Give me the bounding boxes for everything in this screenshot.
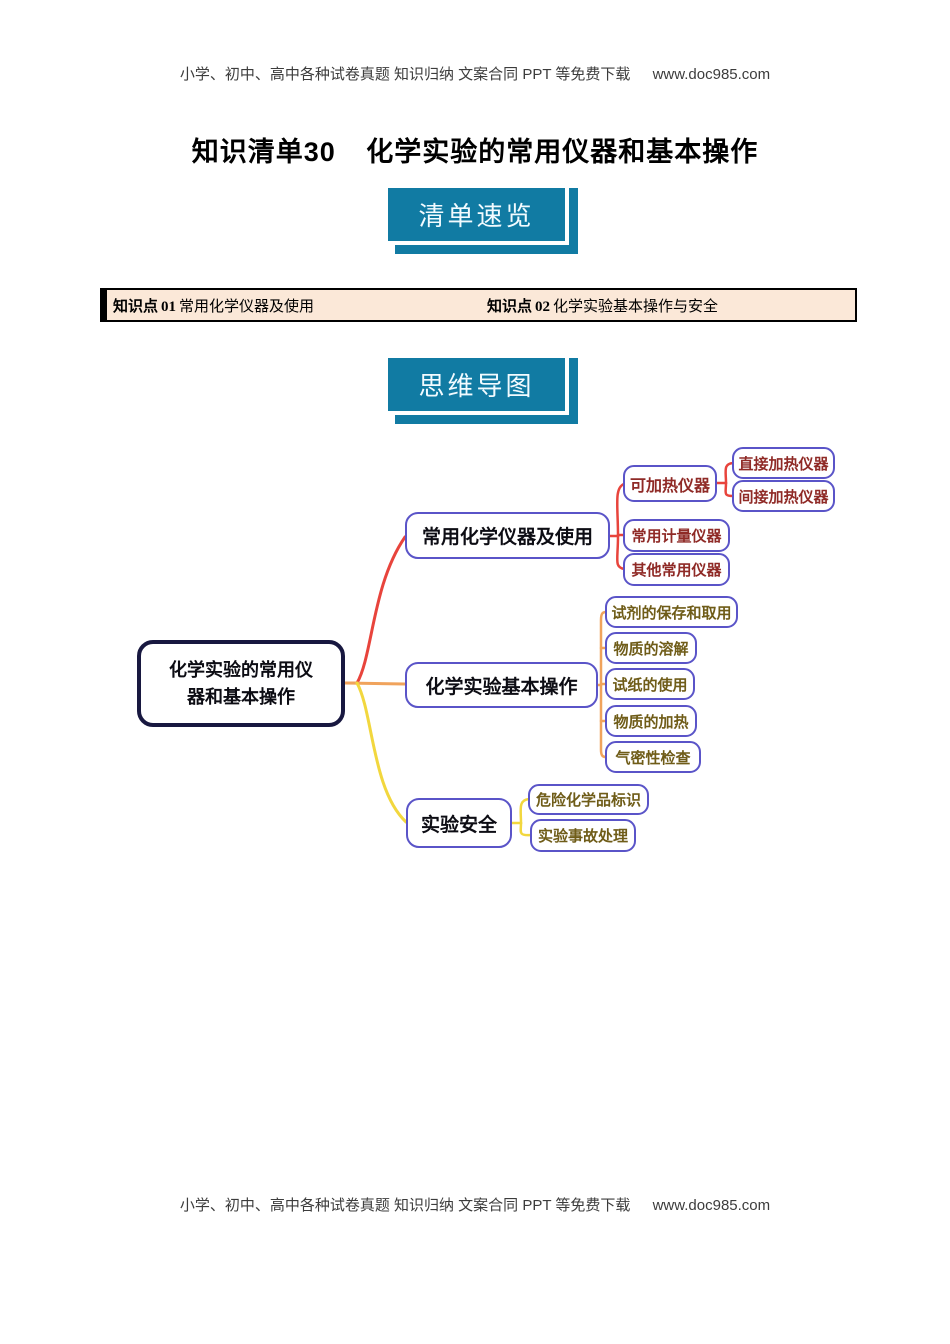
- footer-text: 小学、初中、高中各种试卷真题 知识归纳 文案合同 PPT 等免费下载: [179, 1197, 631, 1214]
- branch-node-safety: 实验安全: [406, 798, 512, 848]
- leaf-node-indirect-heating: 间接加热仪器: [732, 480, 835, 512]
- leaf-node-reagent-storage: 试剂的保存和取用: [605, 596, 738, 628]
- leaf-node-hazard-labels: 危险化学品标识: [528, 784, 649, 815]
- leaf-node-dissolving: 物质的溶解: [605, 632, 697, 664]
- kp2-label: 知识点: [487, 297, 533, 315]
- page-title: 知识清单30 化学实验的常用仪器和基本操作: [0, 130, 950, 169]
- footer-site-line: 小学、初中、高中各种试卷真题 知识归纳 文案合同 PPT 等免费下载 www.d…: [0, 1194, 950, 1215]
- leaf-node-test-paper: 试纸的使用: [605, 668, 695, 700]
- leaf-node-heatable: 可加热仪器: [623, 465, 717, 502]
- header-text: 小学、初中、高中各种试卷真题 知识归纳 文案合同 PPT 等免费下载: [179, 66, 631, 83]
- leaf-node-other-common: 其他常用仪器: [623, 553, 730, 586]
- branch-node-instruments: 常用化学仪器及使用: [405, 512, 610, 559]
- banner-overview: 清单速览: [388, 188, 578, 254]
- banner-mindmap: 思维导图: [388, 358, 578, 424]
- leaf-node-airtightness-check: 气密性检查: [605, 741, 701, 773]
- banner-overview-label: 清单速览: [418, 201, 535, 231]
- footer-url: www.doc985.com: [652, 1197, 771, 1214]
- kp1-text: 常用化学仪器及使用: [179, 297, 315, 315]
- branch-node-operations: 化学实验基本操作: [405, 662, 598, 708]
- leaf-node-accident-handling: 实验事故处理: [530, 819, 636, 852]
- title-number: 知识清单30: [191, 137, 336, 167]
- title-text: 化学实验的常用仪器和基本操作: [366, 137, 759, 167]
- kp1-label: 知识点: [113, 297, 159, 315]
- leaf-node-direct-heating: 直接加热仪器: [732, 447, 835, 479]
- header-url: www.doc985.com: [652, 66, 771, 83]
- kp1-number: 01: [161, 298, 177, 315]
- leaf-node-measuring: 常用计量仪器: [623, 519, 730, 552]
- banner-mindmap-label: 思维导图: [418, 371, 535, 401]
- mindmap-root-node: 化学实验的常用仪器和基本操作: [137, 640, 345, 727]
- header-site-line: 小学、初中、高中各种试卷真题 知识归纳 文案合同 PPT 等免费下载 www.d…: [0, 63, 950, 84]
- kp2-number: 02: [535, 298, 551, 315]
- leaf-node-substance-heating: 物质的加热: [605, 705, 697, 737]
- kp2-text: 化学实验基本操作与安全: [553, 297, 719, 315]
